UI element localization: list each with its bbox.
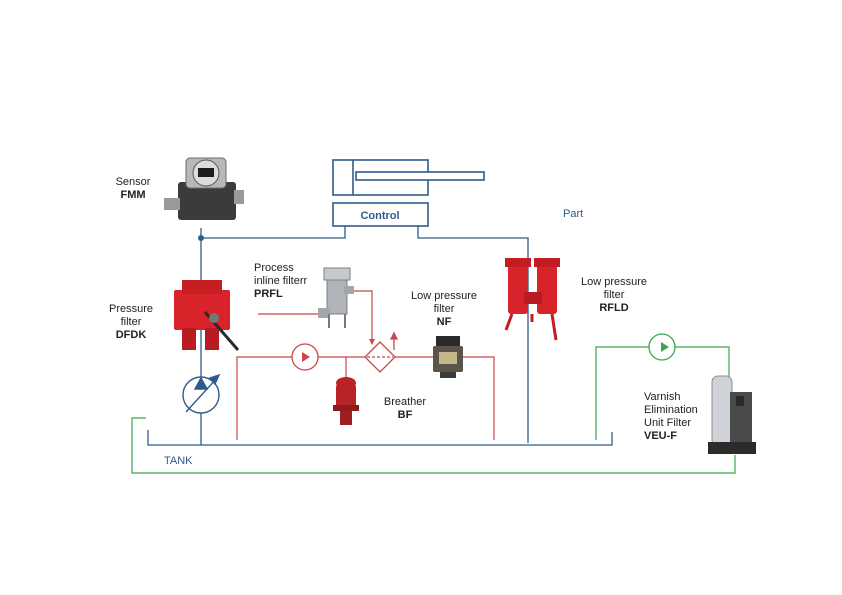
- low-pressure-filter-nf-image: [433, 336, 463, 378]
- process-filter-name-1: Process: [254, 262, 294, 274]
- sensor-code: FMM: [120, 189, 146, 201]
- breather-bf-image: [333, 377, 359, 425]
- pressure-filter-label: Pressure filter DFDK: [100, 303, 162, 342]
- low-pressure-filter-rfld-image: [504, 258, 560, 341]
- sensor-name: Sensor: [115, 176, 151, 188]
- sensor-fmm-image: [164, 157, 244, 220]
- blue-tank-line: [147, 430, 613, 446]
- red-filter-symbol: [364, 331, 399, 373]
- blue-line-left: [201, 226, 346, 239]
- blue-line-right: [417, 226, 529, 443]
- rfld-filter-code: RFLD: [599, 302, 629, 314]
- red-arrow-down: [369, 339, 375, 345]
- breather-code: BF: [397, 409, 413, 421]
- breather-label: Breather BF: [376, 396, 434, 422]
- pressure-filter-code: DFDK: [115, 329, 147, 341]
- varnish-unit-label: Varnish Elimination Unit Filter VEU-F: [644, 391, 698, 443]
- process-filter-prfl-image: [318, 267, 354, 328]
- red-prfl-outlet: [352, 290, 373, 343]
- varnish-code: VEU-F: [644, 430, 677, 442]
- pressure-filter-name-1: Pressure: [108, 303, 154, 315]
- varnish-name-1: Varnish: [644, 391, 681, 403]
- varnish-name-3: Unit Filter: [644, 417, 692, 429]
- control-label: Control: [360, 210, 399, 222]
- rfld-filter-label: Low pressure filter RFLD: [574, 276, 654, 315]
- rfld-filter-name-2: filter: [603, 289, 625, 301]
- hydraulic-cylinder: [332, 159, 485, 227]
- breather-name: Breather: [383, 396, 427, 408]
- nf-filter-code: NF: [436, 316, 452, 328]
- varnish-unit-veu-f-image: [708, 375, 756, 454]
- nf-filter-name-1: Low pressure: [410, 290, 478, 302]
- green-pump-symbol: [648, 333, 676, 361]
- nf-filter-label: Low pressure filter NF: [404, 290, 484, 329]
- varnish-name-2: Elimination: [644, 404, 698, 416]
- process-filter-name-2: inline filterr: [254, 275, 308, 287]
- red-pump-symbol: [291, 343, 319, 371]
- rfld-filter-name-1: Low pressure: [580, 276, 648, 288]
- nf-filter-name-2: filter: [433, 303, 455, 315]
- blue-main-circuit: [147, 226, 613, 446]
- variable-pump-symbol: [182, 373, 221, 414]
- process-filter-code: PRFL: [254, 288, 283, 300]
- tank-label: TANK: [164, 455, 193, 467]
- sensor-label: Sensor FMM: [106, 176, 160, 202]
- pressure-filter-dfdk-image: [174, 280, 240, 351]
- pressure-filter-name-2: filter: [120, 316, 142, 328]
- junction-dot: [198, 235, 204, 241]
- part-label: Part: [563, 208, 584, 220]
- process-filter-label: Process inline filterr PRFL: [254, 262, 307, 301]
- green-return-line: [131, 417, 736, 474]
